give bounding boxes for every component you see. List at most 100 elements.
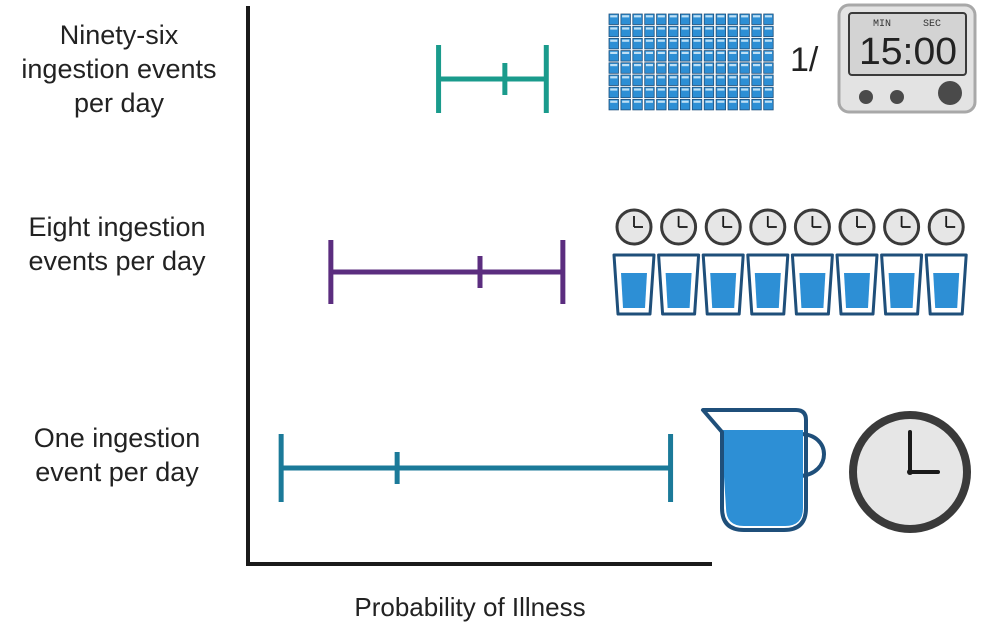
mini-cup-rim: [681, 100, 689, 103]
mini-cup: [632, 13, 643, 25]
mini-cup: [620, 99, 631, 111]
mini-cup: [751, 38, 762, 50]
mini-cup: [691, 86, 703, 99]
mini-cup-rim: [729, 88, 737, 91]
mini-cup: [620, 13, 631, 25]
mini-cup-rim: [764, 76, 772, 79]
mini-cup: [608, 38, 619, 50]
mini-cup-rim: [764, 27, 772, 30]
mini-cup: [656, 99, 667, 111]
mini-cup: [739, 62, 750, 74]
mini-cup-rim: [634, 88, 642, 91]
mini-cup: [691, 99, 703, 111]
mini-cup: [608, 50, 619, 62]
mini-cup-rim: [645, 64, 653, 67]
mini-cup-rim: [634, 15, 642, 18]
mini-cup: [656, 25, 667, 38]
mini-cup: [751, 13, 762, 25]
mini-cup: [680, 50, 691, 62]
row-label-line: ingestion events: [21, 54, 217, 84]
mini-cup: [668, 99, 679, 111]
mini-cup: [680, 99, 691, 111]
mini-cup-rim: [729, 39, 737, 42]
mini-cup: [739, 25, 750, 38]
mini-cup: [751, 74, 762, 86]
mini-cup-rim: [753, 15, 761, 18]
mini-cup: [727, 62, 738, 74]
mini-cup-rim: [610, 76, 618, 79]
mini-cup-rim: [705, 15, 713, 18]
mini-cup: [668, 13, 679, 25]
mini-cup-rim: [645, 39, 653, 42]
mini-cup: [739, 86, 750, 99]
mini-cup-rim: [681, 39, 689, 42]
mini-cup: [763, 13, 774, 25]
mini-cup-rim: [717, 100, 725, 103]
water-glass-icon-row: [612, 253, 968, 316]
mini-cup: [632, 86, 643, 99]
mini-cup: [763, 25, 774, 38]
mini-cup-rim: [693, 27, 701, 30]
mini-cup-rim: [729, 64, 737, 67]
mini-cup-rim: [681, 15, 689, 18]
mini-cup: [632, 50, 643, 62]
mini-cup: [644, 38, 655, 50]
mini-cup: [680, 38, 691, 50]
mini-cup-rim: [717, 64, 725, 67]
many-cups-grid-icon: [608, 13, 774, 111]
mini-cup: [751, 86, 762, 99]
mini-cup: [680, 25, 691, 38]
mini-cup: [715, 50, 726, 62]
mini-cup: [751, 50, 762, 62]
mini-cup-rim: [622, 64, 630, 67]
mini-cup-rim: [693, 88, 701, 91]
mini-cup-rim: [717, 27, 725, 30]
mini-cup-rim: [645, 51, 653, 54]
mini-cup: [668, 86, 679, 99]
mini-cup-rim: [622, 51, 630, 54]
mini-cup: [715, 13, 726, 25]
mini-cup: [632, 74, 643, 86]
mini-cup-rim: [717, 76, 725, 79]
mini-cup-rim: [753, 76, 761, 79]
mini-cup: [739, 38, 750, 50]
mini-cup-rim: [645, 76, 653, 79]
mini-cup: [763, 50, 774, 62]
mini-cup: [668, 62, 679, 74]
mini-cup: [608, 74, 619, 86]
mini-cup: [727, 38, 738, 50]
mini-cup: [680, 62, 691, 74]
water-glass-icon: [790, 253, 834, 316]
mini-cup: [691, 62, 703, 74]
water-glass-icon: [880, 253, 924, 316]
mini-cup-rim: [729, 15, 737, 18]
mini-cup-rim: [717, 39, 725, 42]
mini-cup: [763, 86, 774, 99]
mini-cup: [727, 86, 738, 99]
water-glass-fill: [710, 273, 737, 308]
mini-cup: [608, 99, 619, 111]
mini-cup-rim: [657, 100, 665, 103]
mini-cup: [763, 38, 774, 50]
mini-cup-rim: [634, 27, 642, 30]
mini-cup: [668, 38, 679, 50]
mini-cup-rim: [645, 27, 653, 30]
mini-cup: [608, 25, 619, 38]
mini-cup: [620, 86, 631, 99]
mini-cup: [703, 38, 715, 50]
mini-cup-rim: [622, 27, 630, 30]
mini-cup-rim: [753, 27, 761, 30]
mini-cup: [727, 74, 738, 86]
mini-cup: [632, 99, 643, 111]
pitcher-icon: [701, 408, 826, 532]
row-label-line: One ingestion: [33, 423, 201, 453]
mini-cup-rim: [741, 27, 749, 30]
mini-cup: [644, 86, 655, 99]
mini-cup: [763, 99, 774, 111]
mini-cup-rim: [657, 51, 665, 54]
mini-cup-rim: [753, 64, 761, 67]
mini-cup-rim: [729, 100, 737, 103]
mini-cup: [680, 86, 691, 99]
mini-cup-rim: [729, 76, 737, 79]
mini-cup: [739, 74, 750, 86]
